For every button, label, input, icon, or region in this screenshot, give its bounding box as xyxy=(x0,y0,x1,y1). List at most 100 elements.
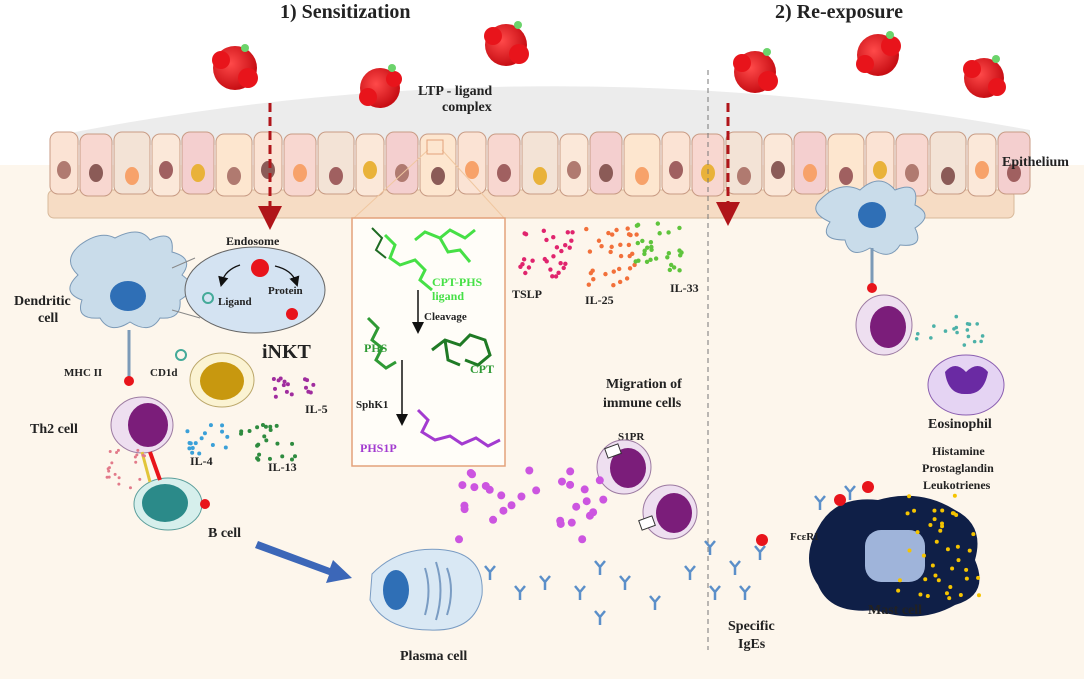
cytokine-dot xyxy=(284,389,289,394)
cytokine-dot xyxy=(290,441,295,446)
cytokine-dot xyxy=(468,470,477,479)
cytokine-dot xyxy=(136,448,140,452)
dendritic-nucleus xyxy=(110,281,146,311)
cytokine-dot xyxy=(940,508,945,513)
prostaglandin-label: Prostaglandin xyxy=(922,461,994,475)
cytokine-dot xyxy=(285,382,290,387)
cytokine-dot xyxy=(928,523,933,528)
ltp-complex-label-2: complex xyxy=(442,100,492,115)
epithelial-cell xyxy=(385,131,419,195)
ligand-icon xyxy=(202,292,214,304)
cytokine-dot xyxy=(667,267,673,273)
cytokine-dot xyxy=(625,226,630,231)
cytokine-dot xyxy=(569,238,574,243)
cytokine-dot xyxy=(553,274,559,279)
dendritic-cell-label-2: cell xyxy=(38,311,58,326)
cytokine-dot xyxy=(591,277,596,282)
cytokine-dot xyxy=(257,452,262,457)
cytokine-dot xyxy=(116,448,120,452)
cytokine-dot xyxy=(566,480,575,489)
cytokine-dot xyxy=(558,260,563,266)
cytokine-dot xyxy=(976,593,981,598)
phs-stub xyxy=(371,227,387,259)
cytokine-dot xyxy=(589,508,598,517)
specific-ige-label: Specific xyxy=(728,619,775,634)
cytokine-dot xyxy=(110,461,114,465)
cytokine-dot xyxy=(544,259,549,264)
cytokine-dot xyxy=(561,265,566,271)
cytokine-dot xyxy=(933,573,938,578)
cytokine-dot xyxy=(975,322,980,326)
cytokine-dot xyxy=(668,262,674,268)
cytokine-dot xyxy=(268,427,273,432)
dendritic-cell xyxy=(69,231,191,329)
phs1p-label: PHS1P xyxy=(360,441,397,455)
th2-cell-reexposure xyxy=(855,294,913,356)
b-cell xyxy=(133,477,203,531)
cytokine-dot xyxy=(220,423,225,428)
cytokine-dot xyxy=(955,330,959,335)
allergen-icon xyxy=(212,44,258,90)
th2-bcell-contact xyxy=(148,451,162,481)
cytokine-dot xyxy=(952,493,957,498)
epithelium-label: Epithelium xyxy=(1002,155,1069,170)
antibody-icon xyxy=(484,565,496,580)
epithelial-cell xyxy=(623,133,661,197)
allergen-icon xyxy=(856,31,901,76)
cytokine-dot xyxy=(965,321,970,326)
cytokine-dot xyxy=(567,518,576,527)
cytokine-dot xyxy=(980,334,985,338)
cytokine-dot xyxy=(530,258,535,263)
inkt-cell xyxy=(189,352,255,408)
cytokine-dot xyxy=(580,485,589,494)
epithelial-nucleus xyxy=(1007,164,1021,182)
ligand-label: Ligand xyxy=(218,296,252,308)
cytokine-dot xyxy=(274,423,279,428)
cytokine-dot xyxy=(666,251,672,256)
cytokine-dot xyxy=(105,475,109,479)
dendritic-cell-reexposure xyxy=(815,180,926,293)
cytokine-dot xyxy=(267,456,272,461)
cytokine-dot xyxy=(929,336,933,340)
cytokine-dot xyxy=(262,434,267,439)
cytokine-dot xyxy=(636,258,641,263)
protein-receptor-icon xyxy=(286,308,298,320)
cytokine-dot xyxy=(497,491,506,500)
protein-label: Protein xyxy=(268,285,303,297)
antibody-icon xyxy=(514,585,526,600)
endosome-link xyxy=(171,309,201,319)
cytokine-dot xyxy=(239,431,244,436)
cytokine-dot xyxy=(640,238,645,244)
antibody-icon xyxy=(594,560,606,575)
cytokine-dot xyxy=(954,314,959,319)
th2-cell-label: Th2 cell xyxy=(30,422,78,437)
epithelial-nucleus xyxy=(839,167,853,185)
epithelial-cell xyxy=(521,131,559,195)
mucus-layer xyxy=(60,86,1030,145)
cytokine-dot xyxy=(292,454,297,459)
cytokine-dot xyxy=(648,239,654,245)
cytokine-dot xyxy=(967,548,972,553)
molecule-inset xyxy=(351,217,506,467)
cytokine-dot xyxy=(964,567,969,572)
cytokine-dot xyxy=(971,532,976,537)
protein-allergen-icon xyxy=(251,259,269,277)
epithelial-nucleus xyxy=(465,161,479,179)
cytokine-dot xyxy=(117,476,121,480)
cpt-label: CPT xyxy=(470,362,494,376)
cytokine-dot xyxy=(551,254,556,259)
cytokine-dot xyxy=(282,379,287,384)
allergen-icon xyxy=(484,21,529,66)
cpt-phs-label: CPT-PHS xyxy=(432,275,483,289)
cytokine-dot xyxy=(281,383,286,388)
cytokine-dot xyxy=(247,428,252,433)
cytokine-dot xyxy=(657,231,662,236)
cytokine-dot xyxy=(677,253,683,258)
cytokine-dot xyxy=(976,575,981,580)
cytokine-dot xyxy=(208,423,213,428)
epithelial-cell xyxy=(113,131,151,195)
cytokine-dot xyxy=(556,270,561,276)
cytokine-dot xyxy=(572,502,581,511)
allergen-group xyxy=(212,21,1006,108)
cytokine-dot xyxy=(618,253,624,259)
